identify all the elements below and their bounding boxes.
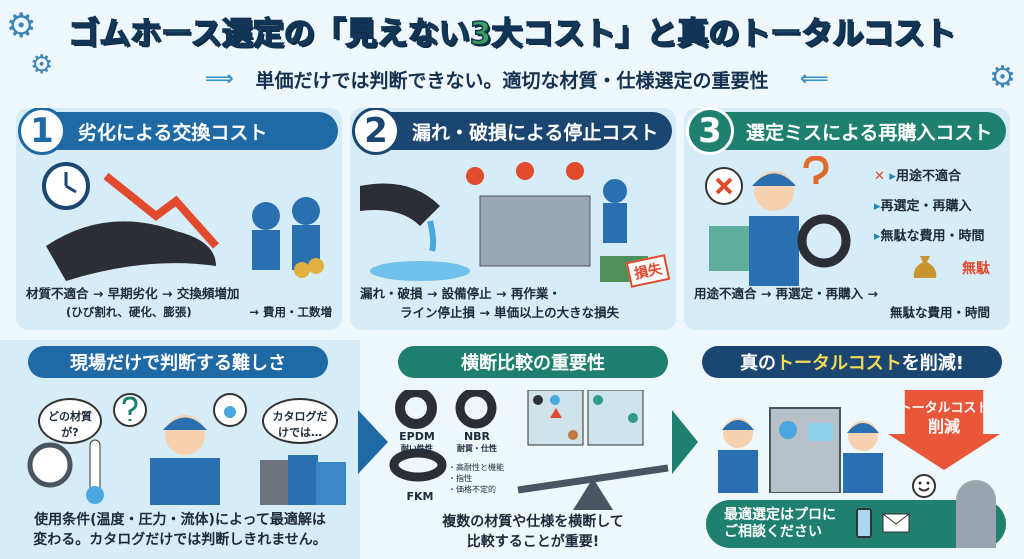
water-puddle [370, 261, 470, 281]
description-line: ライン停止損 → 単価以上の大きな損失 [400, 305, 620, 320]
cost-reduction-arrow: トータルコスト削減 [888, 390, 1000, 470]
fkm-notes: ・高耐性と機能・指性・価格不定的 [448, 463, 504, 494]
arrow-right-icon [358, 410, 388, 474]
mail-icon[interactable] [882, 513, 910, 533]
section-reduce: 真のトータルコストを削減! トータルコスト削減 最適選定はプロにご相談ください [698, 340, 1024, 559]
flow-item: ▸再選定・再購入 [874, 199, 972, 214]
arrow-left-icon: ⟸ [800, 66, 829, 90]
thought-bubble: どの材質が? [38, 398, 102, 444]
arrow-right-icon: ⟹ [205, 66, 234, 90]
card-repurchase-cost: 3 選定ミスによる再購入コスト ✕ ▸用途不適合 ▸再選定・再購入 ▸無駄な費用… [684, 108, 1010, 330]
money-bag-icon [913, 256, 937, 278]
description-line: 用途不適合 → 再選定・再購入 → [694, 286, 879, 301]
card-header: 1 劣化による交換コスト [18, 108, 338, 155]
card-description: 材質不適合 → 早期劣化 → 交換頻増加 (ひび割れ、硬化、膨張) → 費用・工… [26, 284, 332, 322]
section-text: 変わる。カタログだけでは判断しきれません。 [33, 532, 327, 548]
smartphone-icon[interactable] [856, 508, 872, 538]
cracked-hose [46, 221, 216, 281]
section-difficulty: 現場だけで判断する難しさ どの材質が? カタログだけでは… 使用条件(温度・圧力… [0, 340, 360, 559]
section-text: 複数の材質や仕様を横断して [442, 514, 624, 530]
leaking-hose [360, 183, 440, 226]
card-title: 漏れ・破損による停止コスト [412, 121, 659, 144]
smile-icon [912, 474, 936, 498]
description-line: 無駄な費用・時間 [889, 305, 990, 320]
card-number: 1 [18, 108, 66, 155]
waste-badge: 無駄 [962, 261, 990, 277]
material-label: FKM [406, 490, 434, 503]
card-header: 2 漏れ・破損による停止コスト [352, 108, 672, 155]
alarm-light-icon [466, 167, 484, 185]
question-mark-icon [803, 156, 829, 184]
hose-ring [797, 214, 851, 268]
nbr-ring [455, 390, 497, 429]
manual-book [709, 226, 749, 271]
coins-icon [308, 258, 324, 274]
epdm-ring [395, 390, 437, 429]
confused-worker-illustration [705, 156, 851, 286]
machine [479, 195, 591, 267]
consultant-avatar [956, 480, 996, 548]
gear-icon: ⚙ [989, 60, 1016, 95]
cta-text: 最適選定はプロにご相談ください [724, 507, 836, 540]
flow-item: ▸無駄な費用・時間 [874, 229, 985, 244]
description-line: → 費用・工数増 [249, 305, 332, 319]
page-title: ゴムホース選定の「見えない3大コスト」と真のトータルコスト [68, 15, 957, 53]
degraded-hose-illustration [42, 162, 324, 281]
gear-icon: ⚙ [6, 6, 37, 46]
arrow-right-icon [672, 410, 698, 474]
section-title: 真のトータルコストを削減! [702, 346, 1002, 378]
decline-arrow-icon [103, 172, 219, 249]
description-note: (ひび割れ、硬化、膨張) [66, 305, 192, 319]
gear-icon: ⚙ [30, 50, 54, 80]
section-title: 横断比較の重要性 [398, 346, 668, 378]
happy-workers-illustration [718, 407, 883, 493]
fkm-ring [389, 448, 447, 482]
thermometer-icon [86, 486, 104, 504]
card-replacement-cost: 1 劣化による交換コスト 材質不適合 → 早期劣化 → 交換頻増加 (ひび割れ、… [16, 108, 342, 330]
card-stoppage-cost: 2 漏れ・破損による停止コスト 損失 漏れ・破損 → 設備停止 → 再作業・ ラ… [350, 108, 676, 330]
page-subtitle: 単価だけでは判断できない。適切な材質・仕様選定の重要性 [255, 70, 769, 92]
worried-worker-illustration [27, 393, 346, 505]
card-number: 2 [352, 108, 400, 155]
droplet-icon [224, 406, 236, 418]
card-header: 3 選定ミスによる再購入コスト [686, 108, 1006, 155]
description-line: 漏れ・破損 → 設備停止 → 再作業・ [360, 286, 561, 301]
thought-bubble: カタログだけでは… [262, 398, 338, 444]
consult-cta-button[interactable]: 最適選定はプロにご相談ください [706, 480, 1006, 548]
flow-list: ✕ ▸用途不適合 ▸再選定・再購入 ▸無駄な費用・時間 [874, 162, 985, 252]
machine [769, 407, 841, 493]
section-text: 比較することが重要! [466, 534, 600, 550]
leak-stoppage-illustration [360, 162, 648, 282]
pressure-gauge-icon [27, 442, 73, 488]
card-number: 3 [686, 108, 734, 155]
drum-barrel [260, 460, 290, 505]
description-line: 材質不適合 → 早期劣化 → 交換頻増加 [26, 286, 240, 301]
card-title: 選定ミスによる再購入コスト [746, 121, 993, 144]
section-text: 使用条件(温度・圧力・流体)によって最適解は [34, 512, 326, 528]
card-description: 漏れ・破損 → 設備停止 → 再作業・ ライン停止損 → 単価以上の大きな損失 [360, 284, 666, 322]
question-mark-icon [122, 396, 138, 421]
card-title: 劣化による交換コスト [78, 121, 268, 144]
section-title: 現場だけで判断する難しさ [28, 346, 328, 378]
card-description: 用途不適合 → 再選定・再購入 → 無駄な費用・時間 [694, 284, 1000, 322]
material-comparison-illustration [389, 390, 669, 510]
flow-item: ✕ ▸用途不適合 [874, 169, 961, 184]
